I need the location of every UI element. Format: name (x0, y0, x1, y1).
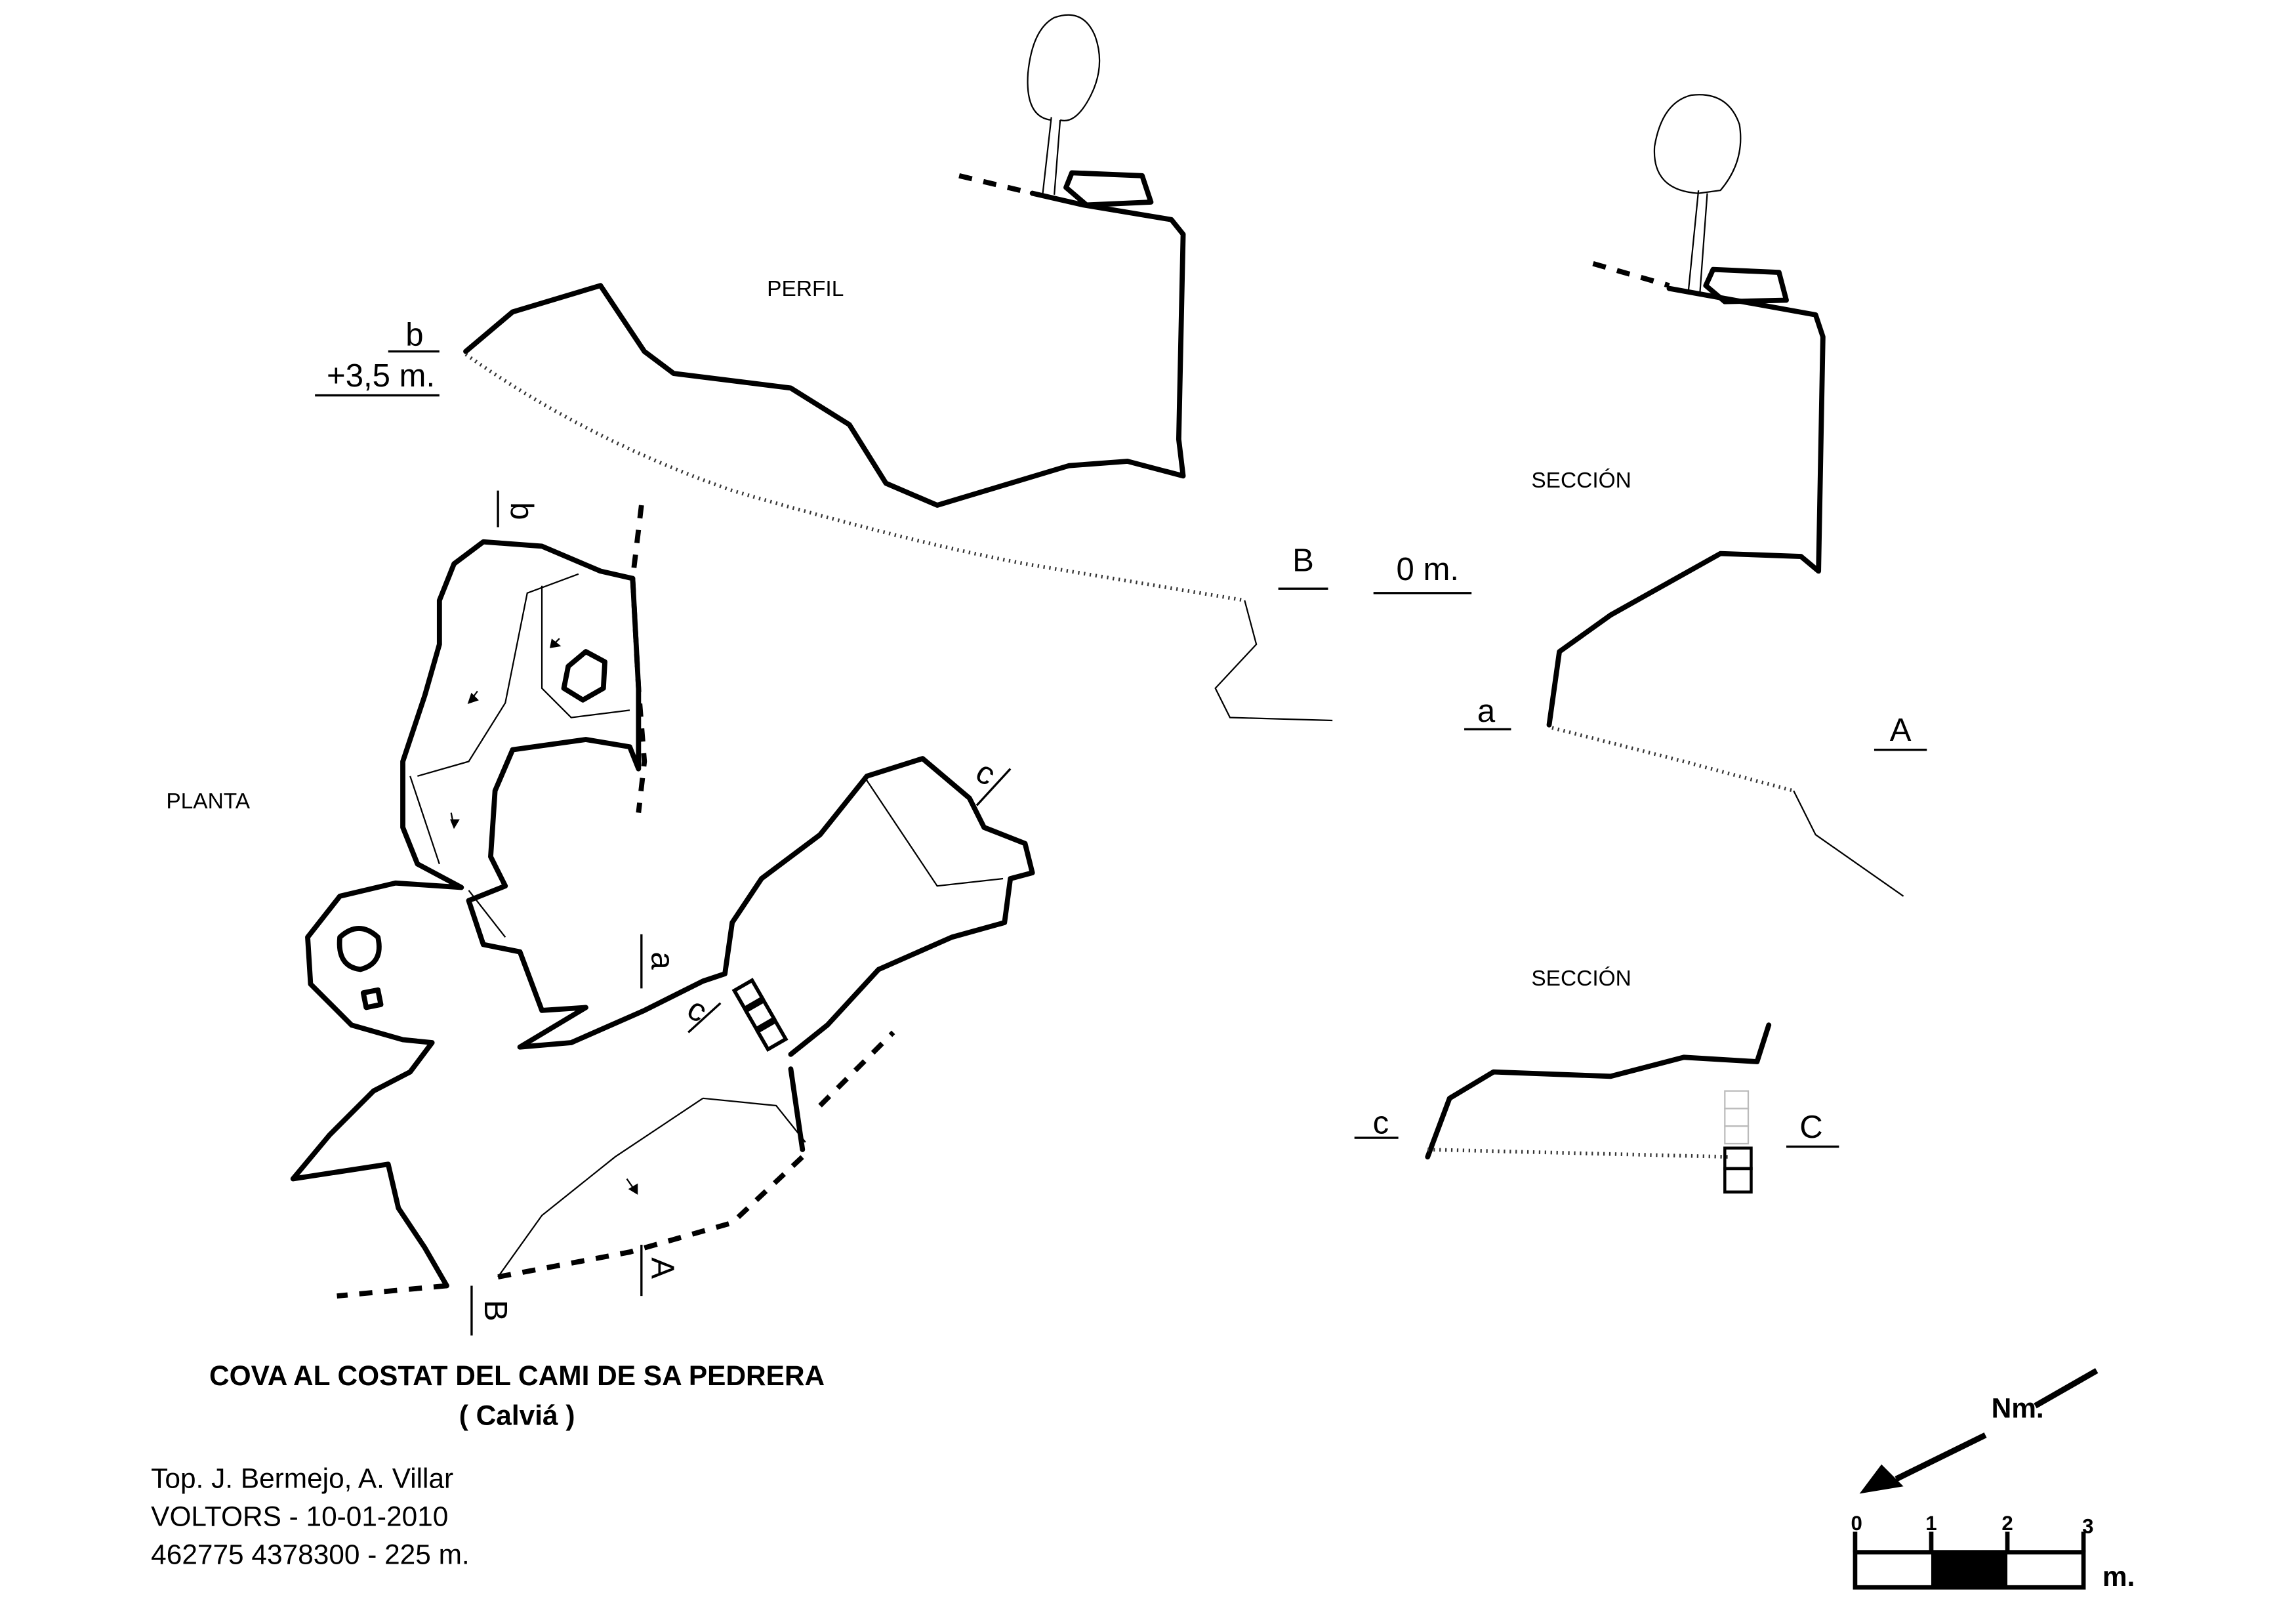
plan-label: PLANTA (166, 789, 250, 814)
section-c-ceiling (1425, 1022, 1772, 1159)
section-a-view: SECCIÓN a A (1464, 94, 1927, 897)
boulder-icon (360, 987, 384, 1010)
rock-icon (1703, 266, 1789, 304)
section-a-floor (1551, 726, 1794, 793)
section-a-label: SECCIÓN (1531, 468, 1631, 493)
plan-mark-c-east: c (970, 754, 1001, 793)
scale-unit: m. (2102, 1561, 2135, 1592)
section-c-label: SECCIÓN (1531, 966, 1631, 991)
scale-tick-label: 0 (1851, 1512, 1862, 1535)
section-a-floor-line (1793, 790, 1904, 897)
plan-entrance-dashed (337, 1283, 447, 1299)
section-mark-a: a (1477, 694, 1496, 729)
pillar-icon (337, 926, 382, 972)
profile-elevation-B: 0 m. (1397, 552, 1459, 587)
profile-ceiling (463, 190, 1186, 508)
plan-mark-b: b (504, 502, 539, 520)
coordinates: 462775 4378300 - 225 m. (151, 1539, 470, 1570)
cave-title: COVA AL COSTAT DEL CAMI DE SA PEDRERA (209, 1360, 825, 1391)
section-c-floor (1427, 1148, 1728, 1159)
pillar-icon (561, 649, 607, 703)
surveyors: Top. J. Bermejo, A. Villar (151, 1463, 453, 1493)
municipality: ( Calviá ) (459, 1400, 575, 1430)
plan-wall-east (466, 575, 1035, 1057)
plan-mark-A: A (644, 1257, 680, 1279)
block-wall-icon (1723, 1090, 1753, 1194)
surface-dashed-line (1592, 260, 1670, 288)
section-mark-A: A (1890, 713, 1912, 748)
scale-bar: 0 1 2 3 m. (1851, 1512, 2135, 1592)
tree-icon (1653, 94, 1742, 293)
scale-tick-label: 2 (2001, 1512, 2013, 1535)
block-wall-icon (731, 978, 789, 1052)
slope-arrow-icon (450, 638, 638, 1195)
surface-dashed-line (958, 173, 1033, 196)
section-c-view: SECCIÓN c C (1354, 966, 1839, 1194)
scale-tick-label: 3 (2082, 1515, 2093, 1538)
tree-icon (1027, 14, 1101, 195)
plan-dashed-east (818, 1030, 895, 1108)
profile-mark-B: B (1292, 543, 1314, 578)
profile-floor-line (1214, 600, 1333, 722)
rock-icon (1063, 170, 1154, 208)
plan-mark-a: a (644, 951, 680, 970)
plan-view: PLANTA b a c c A B (166, 490, 1035, 1336)
club-date: VOLTORS - 10-01-2010 (151, 1501, 448, 1531)
plan-contour-lines (409, 573, 1004, 1278)
title-block: COVA AL COSTAT DEL CAMI DE SA PEDRERA ( … (151, 1360, 825, 1570)
profile-label: PERFIL (767, 277, 844, 301)
section-mark-c: c (1373, 1105, 1389, 1140)
section-mark-C: C (1799, 1110, 1822, 1145)
profile-view: PERFIL b +3,5 m. B 0 m. (315, 14, 1472, 722)
north-arrow-icon: Nm. (1859, 1368, 2099, 1494)
profile-elevation-b: +3,5 m. (327, 358, 435, 394)
section-a-wall (1546, 285, 1826, 728)
plan-wall-west (290, 539, 636, 1289)
profile-mark-b: b (405, 318, 423, 353)
plan-dashed-south (497, 1155, 804, 1280)
scale-tick-label: 1 (1925, 1512, 1937, 1535)
north-label: Nm. (1992, 1392, 2044, 1423)
plan-mark-B: B (478, 1300, 513, 1322)
